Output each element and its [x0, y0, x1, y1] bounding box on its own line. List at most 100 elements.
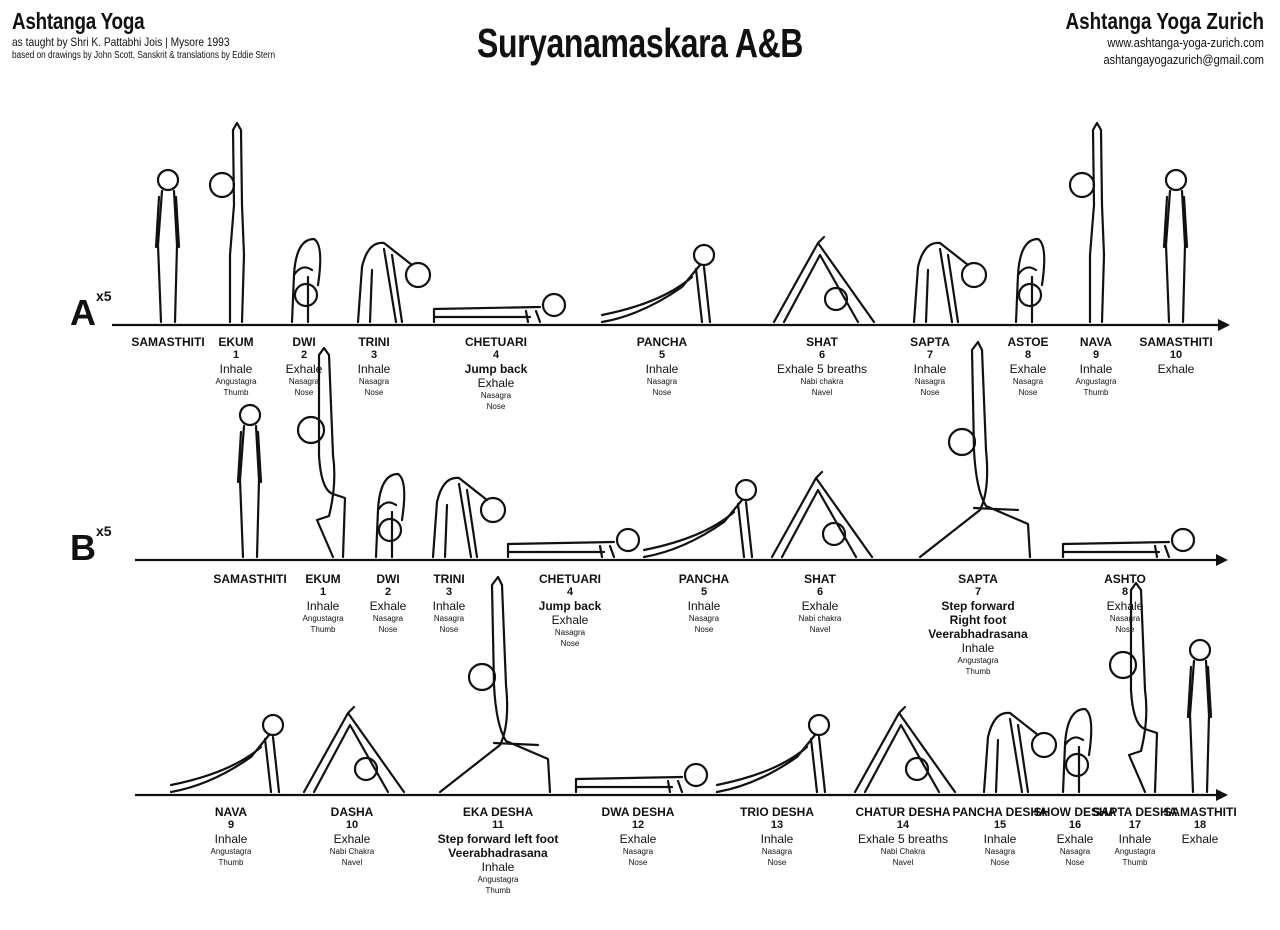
- step-breath: Inhale: [306, 599, 340, 613]
- step-number: 5: [658, 349, 666, 361]
- step-name: SAMASTHITI: [131, 335, 205, 349]
- page-title: Suryanamaskara A&B: [477, 20, 803, 66]
- header-left: Ashtanga Yoga as taught by Shri K. Patta…: [12, 8, 333, 62]
- step-number: 5: [700, 586, 708, 598]
- step-breath: Inhale: [961, 641, 995, 655]
- step-drishti: Nasagra: [1059, 847, 1091, 856]
- step-name: SAMASTHITI: [213, 572, 287, 586]
- step-drishti-translation: Thumb: [218, 858, 244, 867]
- step-name: NAVA: [1079, 335, 1113, 349]
- step-name: ASHTO: [1104, 572, 1146, 586]
- step-breath: Exhale: [1009, 362, 1047, 376]
- step-number: 11: [492, 819, 504, 831]
- step-drishti: Nabi chakra: [798, 614, 842, 623]
- step-drishti-translation: Nose: [628, 858, 648, 867]
- step-breath: Exhale: [1157, 362, 1195, 376]
- step-drishti: Angustagra: [957, 656, 999, 665]
- step-name: EKUM: [305, 572, 341, 586]
- step-drishti-translation: Nose: [439, 625, 459, 634]
- step-drishti: Angustagra: [302, 614, 344, 623]
- step-breath: Inhale: [913, 362, 947, 376]
- pose-figure-half-lift: [356, 241, 432, 324]
- step-drishti-translation: Nose: [560, 639, 580, 648]
- step-name: SHAT: [806, 335, 838, 349]
- step-number: 3: [370, 349, 378, 361]
- step-drishti-translation: Nose: [920, 388, 940, 397]
- step-drishti-translation: Nose: [652, 388, 672, 397]
- arrow-right-icon: [1216, 789, 1228, 801]
- step-drishti-translation: Thumb: [1122, 858, 1148, 867]
- step-number: 1: [319, 586, 327, 598]
- pose-figure-chair: [296, 346, 347, 559]
- school-url[interactable]: www.ashtanga-yoga-zurich.com: [1107, 35, 1264, 50]
- step-number: 9: [227, 819, 235, 831]
- step-name: TRINI: [433, 572, 465, 586]
- step-label: SAMASTHITI: [103, 335, 233, 349]
- step-name: TRIO DESHA: [739, 805, 814, 819]
- pose-figure-warrior: [438, 575, 552, 794]
- pose-figure-downdog: [302, 705, 406, 794]
- pose-figure-plank: [1061, 527, 1196, 559]
- step-name: ASTOE: [1007, 335, 1049, 349]
- header-right: Ashtanga Yoga Zurich www.ashtanga-yoga-z…: [1022, 8, 1264, 68]
- step-instruction: Step forward: [941, 599, 1015, 613]
- step-number: 18: [1193, 819, 1207, 831]
- step-drishti: Angustagra: [477, 875, 519, 884]
- step-drishti-translation: Thumb: [223, 388, 249, 397]
- school-email[interactable]: ashtangayogazurich@gmail.com: [1103, 52, 1264, 67]
- step-breath: Inhale: [645, 362, 679, 376]
- step-drishti-translation: Nose: [694, 625, 714, 634]
- step-drishti-translation: Nose: [767, 858, 787, 867]
- school-name: Ashtanga Yoga Zurich: [1065, 8, 1264, 34]
- pose-figure-fold: [290, 237, 322, 324]
- series-a-letter: A: [70, 292, 96, 333]
- brand-subtitle: as taught by Shri K. Pattabhi Jois | Mys…: [12, 35, 230, 49]
- step-name: CHETUARI: [465, 335, 527, 349]
- step-drishti: Nasagra: [914, 377, 946, 386]
- step-drishti: Nasagra: [358, 377, 390, 386]
- step-breath: Inhale: [432, 599, 466, 613]
- step-drishti: Nasagra: [433, 614, 465, 623]
- step-breath: Inhale: [1079, 362, 1113, 376]
- brand-credits: based on drawings by John Scott, Sanskri…: [12, 50, 276, 61]
- step-number: 1: [232, 349, 240, 361]
- step-number: 3: [445, 586, 453, 598]
- step-number: 6: [818, 349, 826, 361]
- pose-figure-fold: [1014, 237, 1046, 324]
- step-breath: Exhale: [801, 599, 839, 613]
- step-drishti-translation: Navel: [809, 625, 831, 634]
- step-drishti-translation: Navel: [811, 388, 833, 397]
- series-b-label: Bx5: [70, 523, 112, 569]
- step-drishti: Nasagra: [288, 377, 320, 386]
- pose-figure-updog: [600, 243, 716, 324]
- pose-figure-stand: [1162, 168, 1189, 324]
- step-drishti-translation: Nose: [1065, 858, 1085, 867]
- step-drishti-translation: Navel: [892, 858, 914, 867]
- arrow-right-icon: [1218, 319, 1230, 331]
- series-b-letter: B: [70, 527, 96, 568]
- pose-figure-downdog: [853, 705, 957, 794]
- step-drishti: Angustagra: [215, 377, 257, 386]
- step-breath: Inhale: [687, 599, 721, 613]
- pose-figure-chair: [1108, 581, 1159, 794]
- step-breath: Inhale: [760, 832, 794, 846]
- pose-figure-updog: [715, 713, 831, 794]
- step-drishti-translation: Nose: [990, 858, 1010, 867]
- step-breath: Inhale: [481, 860, 515, 874]
- step-number: 9: [1092, 349, 1100, 361]
- step-drishti: Nasagra: [688, 614, 720, 623]
- step-drishti-translation: Thumb: [1083, 388, 1109, 397]
